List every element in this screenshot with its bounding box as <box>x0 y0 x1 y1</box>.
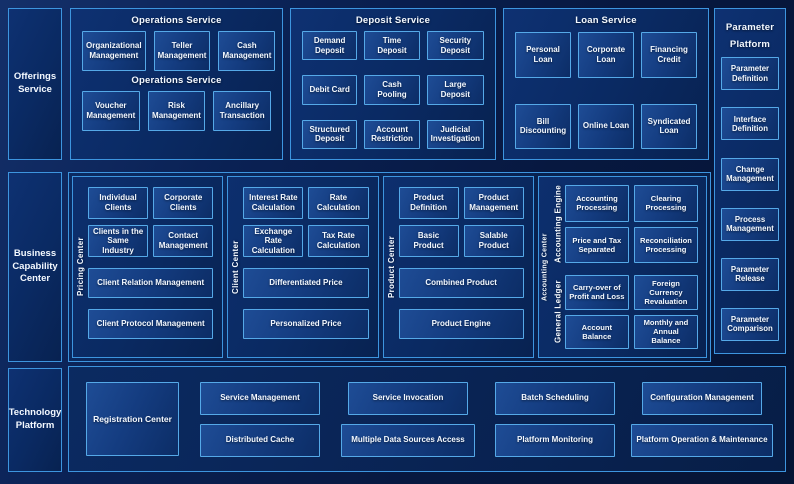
sidebar-business-capability-center: Business Capability Center <box>8 172 62 362</box>
box-demand-deposit: Demand Deposit <box>302 31 358 61</box>
panel-pricing-center: Pricing Center Individual Clients Corpor… <box>72 176 224 358</box>
box-client-protocol-management: Client Protocol Management <box>88 309 214 339</box>
operations-service-mid-label: Operations Service <box>131 75 222 86</box>
box-platform-monitoring: Platform Monitoring <box>495 423 615 457</box>
box-personal-loan: Personal Loan <box>515 32 571 78</box>
loan-service-title: Loan Service <box>575 15 637 26</box>
box-structured-deposit: Structured Deposit <box>302 119 358 149</box>
pricing-center-label: Pricing Center <box>76 237 85 297</box>
box-distributed-cache: Distributed Cache <box>200 423 320 457</box>
box-registration-center: Registration Center <box>86 382 179 456</box>
box-interest-rate-calculation: Interest Rate Calculation <box>243 187 304 219</box>
business-capability-frame: Pricing Center Individual Clients Corpor… <box>68 172 711 362</box>
box-judicial-investigation: Judicial Investigation <box>426 119 484 149</box>
accounting-engine-label: Accounting Engine <box>553 185 563 263</box>
box-cash-pooling: Cash Pooling <box>364 75 420 105</box>
bottom-pair-4: Configuration Management Platform Operat… <box>631 381 773 457</box>
panel-operations-service: Operations Service Organizational Manage… <box>70 8 283 160</box>
box-product-management: Product Management <box>463 187 524 219</box>
box-debit-card: Debit Card <box>302 75 358 105</box>
product-center-label: Product Center <box>386 236 396 298</box>
box-corporate-clients: Corporate Clients <box>153 187 214 219</box>
general-ledger-label: General Ledger <box>553 280 563 344</box>
box-ancillary-transaction: Ancillary Transaction <box>213 91 271 131</box>
box-accounting-processing: Accounting Processing <box>564 185 629 222</box>
box-tax-rate-calculation: Tax Rate Calculation <box>308 225 369 257</box>
box-rate-calculation: Rate Calculation <box>308 187 369 219</box>
panel-parameter-platform: Parameter Platform Parameter Definition … <box>714 8 786 354</box>
box-product-definition: Product Definition <box>398 187 459 219</box>
bottom-pair-1: Service Management Distributed Cache <box>200 381 320 457</box>
box-batch-scheduling: Batch Scheduling <box>495 381 615 415</box>
box-reconciliation-processing: Reconciliation Processing <box>633 226 698 263</box>
parameter-platform-title: Parameter Platform <box>725 22 775 51</box>
box-personalized-price: Personalized Price <box>243 309 369 339</box>
client-center-label: Client Center <box>231 240 241 294</box>
box-parameter-definition: Parameter Definition <box>721 57 779 91</box>
box-account-balance: Account Balance <box>564 314 629 349</box>
box-carry-over-profit-loss: Carry-over of Profit and Loss <box>564 275 629 310</box>
box-risk-management: Risk Management <box>147 91 206 131</box>
box-security-deposit: Security Deposit <box>426 31 484 61</box>
panel-deposit-service: Deposit Service Demand Deposit Time Depo… <box>290 8 496 160</box>
box-platform-operation-maintenance: Platform Operation & Maintenance <box>631 423 773 457</box>
box-financing-credit: Financing Credit <box>641 32 697 78</box>
box-basic-product: Basic Product <box>398 225 459 257</box>
panel-client-center: Client Center Interest Rate Calculation … <box>227 176 379 358</box>
deposit-service-title: Deposit Service <box>355 15 431 26</box>
box-combined-product: Combined Product <box>398 268 524 298</box>
box-foreign-currency-revaluation: Foreign Currency Revaluation <box>633 275 698 310</box>
sidebar-offerings-service: Offerings Service <box>8 8 62 160</box>
box-service-management: Service Management <box>200 381 320 415</box>
box-exchange-rate-calculation: Exchange Rate Calculation <box>243 225 304 257</box>
box-clients-same-industry: Clients in the Same Industry <box>88 225 149 257</box>
bottom-pair-2: Service Invocation Multiple Data Sources… <box>341 381 475 457</box>
sidebar-technology-platform: Technology Platform <box>8 368 62 472</box>
box-parameter-release: Parameter Release <box>721 257 779 291</box>
box-client-relation-management: Client Relation Management <box>88 268 214 298</box>
panel-accounting-center: Accounting Center Accounting Engine Acco… <box>537 176 707 358</box>
bottom-pair-3: Batch Scheduling Platform Monitoring <box>495 381 615 457</box>
box-individual-clients: Individual Clients <box>88 187 149 219</box>
box-time-deposit: Time Deposit <box>364 31 420 61</box>
box-monthly-annual-balance: Monthly and Annual Balance <box>633 314 698 349</box>
panel-loan-service: Loan Service Personal Loan Corporate Loa… <box>503 8 709 160</box>
box-bill-discounting: Bill Discounting <box>515 103 571 149</box>
box-corporate-loan: Corporate Loan <box>578 32 634 78</box>
box-differentiated-price: Differentiated Price <box>243 268 369 298</box>
box-syndicated-loan: Syndicated Loan <box>641 103 697 149</box>
box-parameter-comparison: Parameter Comparison <box>721 307 779 341</box>
box-contact-management: Contact Management <box>153 225 214 257</box>
box-clearing-processing: Clearing Processing <box>633 185 698 222</box>
operations-service-title: Operations Service <box>131 15 222 26</box>
accounting-center-label: Accounting Center <box>541 233 549 301</box>
box-configuration-management: Configuration Management <box>642 381 762 415</box>
box-interface-definition: Interface Definition <box>721 107 779 141</box>
box-service-invocation: Service Invocation <box>348 381 468 415</box>
box-process-management: Process Management <box>721 207 779 241</box>
box-price-tax-separated: Price and Tax Separated <box>564 226 629 263</box>
panel-product-center: Product Center Product Definition Produc… <box>382 176 534 358</box>
box-salable-product: Salable Product <box>463 225 524 257</box>
box-online-loan: Online Loan <box>578 103 634 149</box>
box-product-engine: Product Engine <box>398 309 524 339</box>
technology-platform-frame: Registration Center Service Management D… <box>68 366 786 472</box>
box-multiple-data-sources-access: Multiple Data Sources Access <box>341 423 475 457</box>
box-account-restriction: Account Restriction <box>364 119 420 149</box>
box-cash-management: Cash Management <box>218 31 276 71</box>
box-voucher-management: Voucher Management <box>82 91 140 131</box>
box-teller-management: Teller Management <box>153 31 211 71</box>
box-change-management: Change Management <box>721 157 779 191</box>
box-large-deposit: Large Deposit <box>426 75 484 105</box>
box-organizational-management: Organizational Management <box>82 31 146 71</box>
